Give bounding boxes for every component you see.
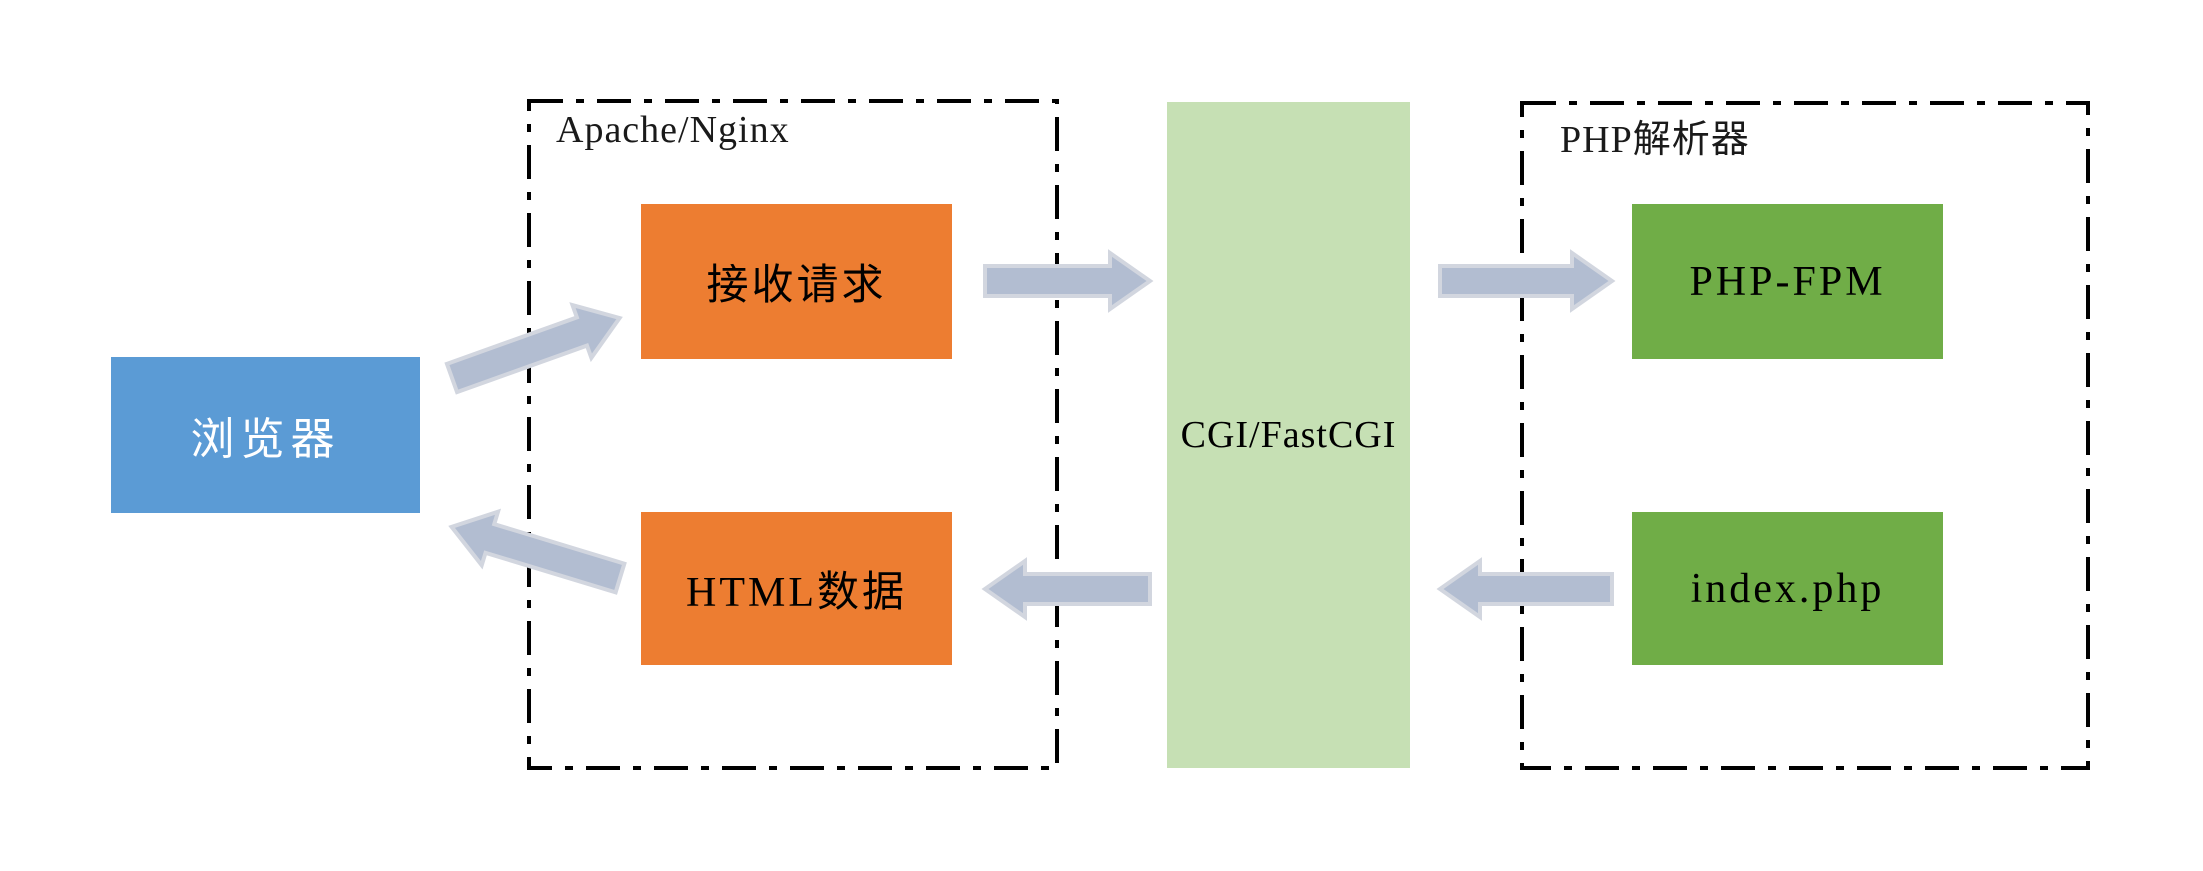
container-apache-border xyxy=(527,99,1059,770)
node-cgi-fastcgi: CGI/FastCGI xyxy=(1167,102,1410,768)
node-browser: 浏览器 xyxy=(111,357,420,513)
node-php-fpm-label: PHP-FPM xyxy=(1689,258,1886,305)
node-index-php: index.php xyxy=(1632,512,1943,665)
node-php-fpm: PHP-FPM xyxy=(1632,204,1943,359)
arrow-indexphp-to-cgi xyxy=(1436,557,1614,621)
container-php-parser-border xyxy=(1520,101,2090,770)
arrow-browser-to-receive xyxy=(444,302,623,395)
node-cgi-fastcgi-label: CGI/FastCGI xyxy=(1180,414,1397,456)
node-index-php-label: index.php xyxy=(1690,565,1885,612)
node-html-data: HTML数据 xyxy=(641,512,952,665)
arrow-htmldata-to-browser xyxy=(448,508,627,595)
container-label-apache-nginx: Apache/Nginx xyxy=(556,109,790,151)
arrow-cgi-to-htmldata xyxy=(981,557,1152,621)
node-html-data-label: HTML数据 xyxy=(686,570,907,616)
node-receive-request: 接收请求 xyxy=(641,204,952,359)
arrow-cgi-to-phpfpm xyxy=(1438,249,1616,313)
arrow-receive-to-cgi xyxy=(983,249,1154,313)
node-receive-request-label: 接收请求 xyxy=(706,263,887,309)
container-label-php-parser: PHP解析器 xyxy=(1560,119,1750,161)
node-browser-label: 浏览器 xyxy=(190,415,341,464)
